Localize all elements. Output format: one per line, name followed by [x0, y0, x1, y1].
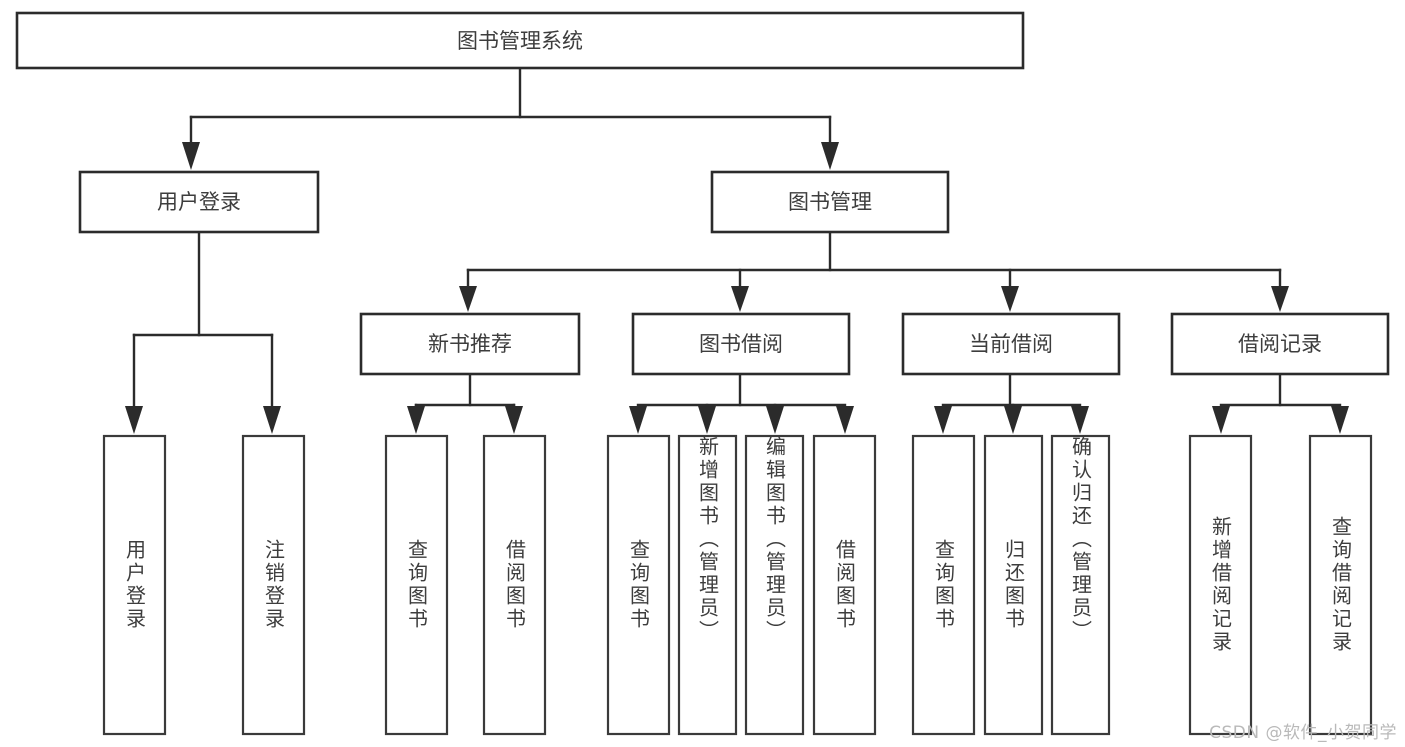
node-book-borrow[interactable]: 图书借阅 [631, 312, 851, 376]
leaf-box-edit-book-admin[interactable] [744, 434, 805, 736]
node-user-login-box[interactable] [78, 170, 320, 234]
leaf-box-query-borrow-record[interactable] [1308, 434, 1373, 736]
node-borrow-record[interactable]: 借阅记录 [1170, 312, 1390, 376]
arrowhead-confirm-return-admin [1071, 406, 1089, 434]
node-borrow-record-label: 借阅记录 [1238, 332, 1322, 356]
node-book-manage-label: 图书管理 [788, 190, 872, 214]
connector-layer [125, 66, 1349, 434]
leaf-box-confirm-return-admin[interactable] [1050, 434, 1111, 736]
arrowhead-book-manage [821, 142, 839, 170]
arrowhead-user-logout [263, 406, 281, 434]
arrowhead-user-login-do [125, 406, 143, 434]
node-root-box[interactable] [15, 11, 1025, 70]
node-current-borrow-box[interactable] [901, 312, 1121, 376]
node-book-borrow-label: 图书借阅 [699, 332, 783, 356]
arrowhead-edit-book-admin [766, 406, 784, 434]
arrowhead-query-book-3 [934, 406, 952, 434]
node-book-manage-box[interactable] [710, 170, 950, 234]
node-user-login-label: 用户登录 [157, 190, 241, 214]
watermark-text: CSDN @软件_小贺同学 [1209, 723, 1397, 743]
node-root-label: 图书管理系统 [457, 29, 583, 53]
arrowhead-add-borrow-record [1212, 406, 1230, 434]
leaf-box-borrow-book-2[interactable] [812, 434, 877, 736]
node-book-manage[interactable]: 图书管理 [710, 170, 950, 234]
arrowhead-add-book-admin [698, 406, 716, 434]
leaf-box-add-book-admin[interactable] [677, 434, 738, 736]
leaf-box-return-book[interactable] [983, 434, 1044, 736]
node-new-book-recommend-box[interactable] [359, 312, 581, 376]
node-current-borrow-label: 当前借阅 [969, 332, 1053, 356]
node-new-book-recommend[interactable]: 新书推荐 [359, 312, 581, 376]
arrowhead-query-borrow-record [1331, 406, 1349, 434]
node-borrow-record-box[interactable] [1170, 312, 1390, 376]
arrowhead-query-book-1 [407, 406, 425, 434]
node-book-borrow-box[interactable] [631, 312, 851, 376]
leaf-box-user-login-do[interactable] [102, 434, 167, 736]
arrowhead-user-login [182, 142, 200, 170]
arrowhead-current-borrow [1001, 286, 1019, 312]
node-layer: 图书管理系统 用户登录 图书管理 新书推荐 图书借阅 [15, 11, 1390, 736]
arrowhead-borrow-book-2 [836, 406, 854, 434]
leaf-box-query-book-1[interactable] [384, 434, 449, 736]
leaf-box-query-book-3[interactable] [911, 434, 976, 736]
leaf-box-query-book-2[interactable] [606, 434, 671, 736]
leaf-box-borrow-book-1[interactable] [482, 434, 547, 736]
node-new-book-recommend-label: 新书推荐 [428, 332, 512, 356]
node-root[interactable]: 图书管理系统 [15, 11, 1025, 70]
arrowhead-borrow-book-1 [505, 406, 523, 434]
arrowhead-query-book-2 [629, 406, 647, 434]
node-current-borrow[interactable]: 当前借阅 [901, 312, 1121, 376]
arrowhead-return-book [1004, 406, 1022, 434]
arrowhead-new-book-recommend [459, 286, 477, 312]
arrowhead-book-borrow [731, 286, 749, 312]
arrowhead-borrow-record [1271, 286, 1289, 312]
leaf-box-add-borrow-record[interactable] [1188, 434, 1253, 736]
leaf-box-user-logout[interactable] [241, 434, 306, 736]
node-user-login[interactable]: 用户登录 [78, 170, 320, 234]
